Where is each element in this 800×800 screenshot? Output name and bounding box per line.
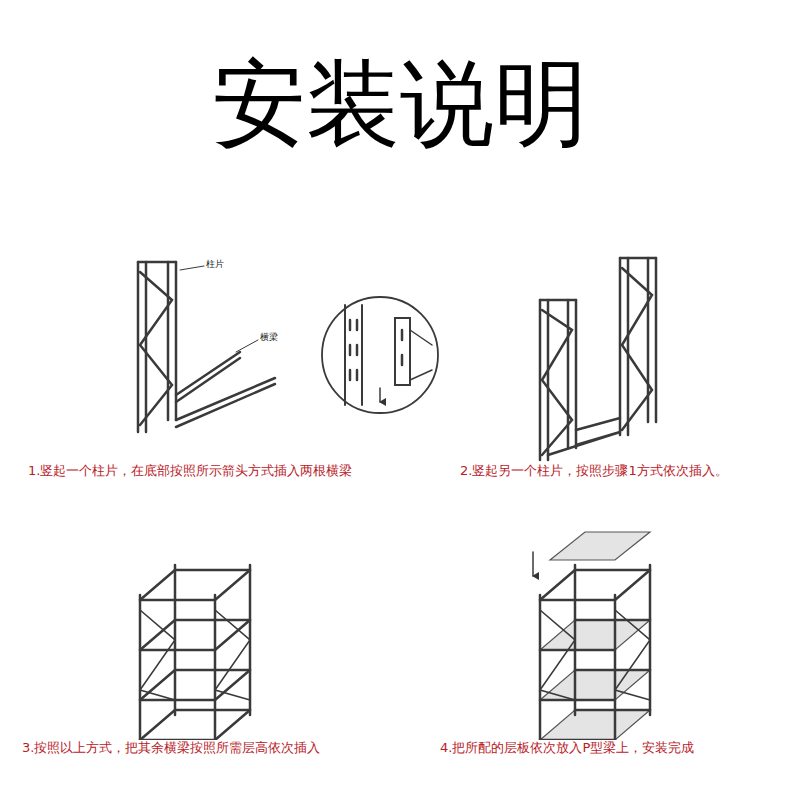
part-label: 柱片	[205, 259, 225, 270]
part-label: 横梁	[259, 332, 279, 343]
rack-with-shelves	[533, 532, 650, 745]
step-caption: 4.把所配的层板依次放入P型梁上，安装完成	[438, 740, 696, 757]
step-caption: 2.竖起另一个柱片，按照步骤1方式依次插入。	[458, 463, 730, 480]
connection-detail	[322, 297, 438, 413]
beam	[176, 352, 275, 427]
step-caption: 3.按照以上方式，把其余横梁按照所需层高依次插入	[20, 740, 322, 757]
step-caption: 1.竖起一个柱片，在底部按照所示箭头方式插入两根横梁	[26, 463, 354, 480]
leader-line	[236, 340, 258, 352]
leader-line	[180, 266, 204, 270]
two-frames	[540, 258, 656, 460]
rack	[140, 565, 250, 745]
upright-frame	[138, 262, 176, 432]
page-title: 安装说明	[0, 48, 800, 161]
